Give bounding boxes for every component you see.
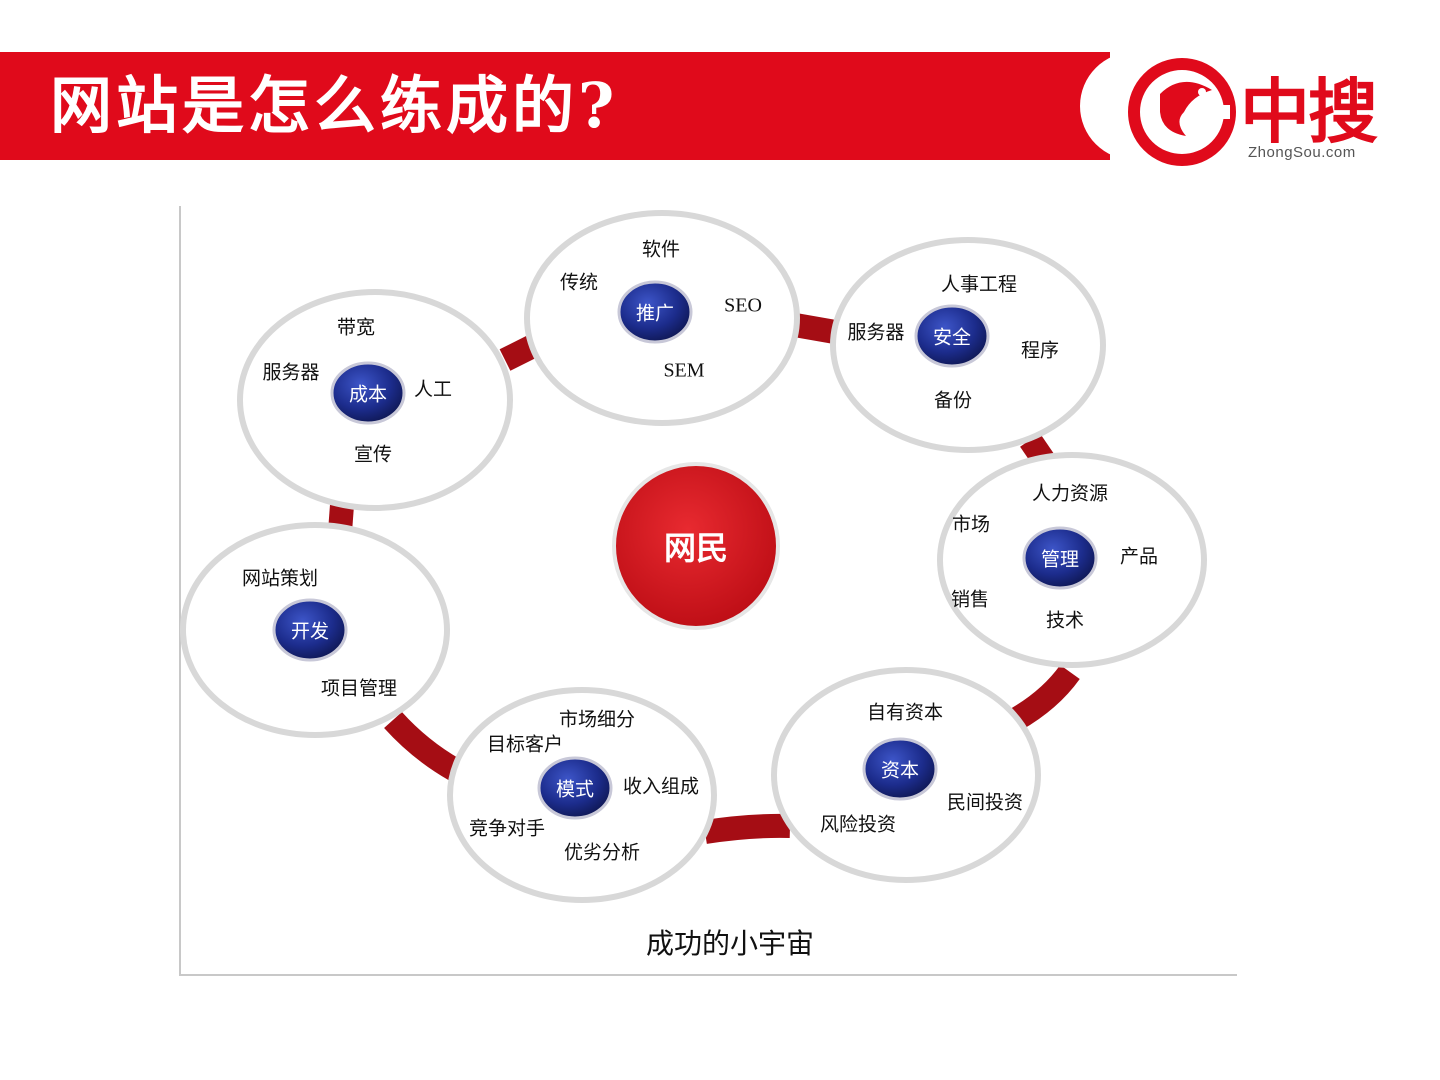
promotion-item-traditional: 传统	[559, 271, 599, 294]
title-banner	[0, 52, 1110, 160]
frame-left-border	[179, 206, 181, 976]
management-item-product: 产品	[1119, 545, 1159, 568]
capital-item-venture: 风险投资	[819, 813, 897, 836]
security-item-server: 服务器	[847, 321, 905, 344]
hub-model-label: 模式	[555, 778, 595, 801]
model-item-target-customer: 目标客户	[486, 733, 564, 756]
hub-capital	[862, 737, 938, 801]
link-capital-model	[703, 813, 791, 844]
hub-promotion	[617, 280, 693, 344]
link-model-development	[384, 711, 462, 781]
frame-bottom-border	[179, 974, 1237, 976]
management-item-tech: 技术	[1045, 609, 1085, 632]
management-item-sales: 销售	[950, 588, 990, 611]
model-item-revenue: 收入组成	[622, 775, 700, 798]
link-management-capital	[1008, 664, 1080, 731]
hub-model	[537, 756, 613, 820]
hub-management	[1022, 526, 1098, 590]
hub-security-label: 安全	[932, 326, 972, 349]
cost-item-publicity: 宣传	[353, 443, 393, 466]
logo-text: 中搜	[1240, 71, 1378, 153]
hub-development-label: 开发	[290, 620, 330, 643]
page-title: 网站是怎么练成的?	[50, 69, 619, 142]
security-item-program: 程序	[1020, 339, 1060, 362]
hub-promotion-label: 推广	[635, 302, 675, 325]
model-item-swot: 优劣分析	[563, 841, 641, 864]
model-item-competitor: 竞争对手	[468, 817, 546, 840]
promotion-item-seo: SEO	[724, 294, 762, 317]
center-netizen-circle	[612, 462, 780, 630]
cost-item-labor: 人工	[413, 378, 453, 401]
zhongsou-logo: 中搜 ZhongSou.com	[1122, 52, 1422, 170]
capital-item-private: 民间投资	[946, 791, 1024, 814]
hub-capital-label: 资本	[880, 759, 920, 782]
dragon-logo-icon	[1128, 58, 1236, 166]
promotion-item-software: 软件	[641, 238, 681, 261]
hub-management-label: 管理	[1040, 548, 1080, 571]
capital-item-own: 自有资本	[866, 701, 944, 724]
logo-domain: ZhongSou.com	[1248, 144, 1356, 161]
security-item-backup: 备份	[933, 389, 973, 412]
development-item-project-management: 项目管理	[320, 677, 398, 700]
security-item-social-engineering: 人事工程	[940, 273, 1018, 296]
management-item-hr: 人力资源	[1031, 482, 1109, 505]
model-item-segmentation: 市场细分	[558, 708, 636, 731]
promotion-item-sem: SEM	[663, 359, 705, 382]
development-item-planning: 网站策划	[241, 567, 319, 590]
hub-cost-label: 成本	[348, 383, 388, 406]
center-label: 网民	[663, 529, 729, 567]
cost-item-bandwidth: 带宽	[336, 316, 376, 339]
hub-development	[272, 598, 348, 662]
link-promotion-security	[792, 313, 838, 344]
management-item-market: 市场	[951, 513, 991, 536]
diagram-caption: 成功的小宇宙	[645, 927, 815, 960]
cost-item-server: 服务器	[262, 361, 320, 384]
hub-security	[914, 304, 990, 368]
hub-cost	[330, 361, 406, 425]
node-hubs	[272, 280, 1098, 820]
